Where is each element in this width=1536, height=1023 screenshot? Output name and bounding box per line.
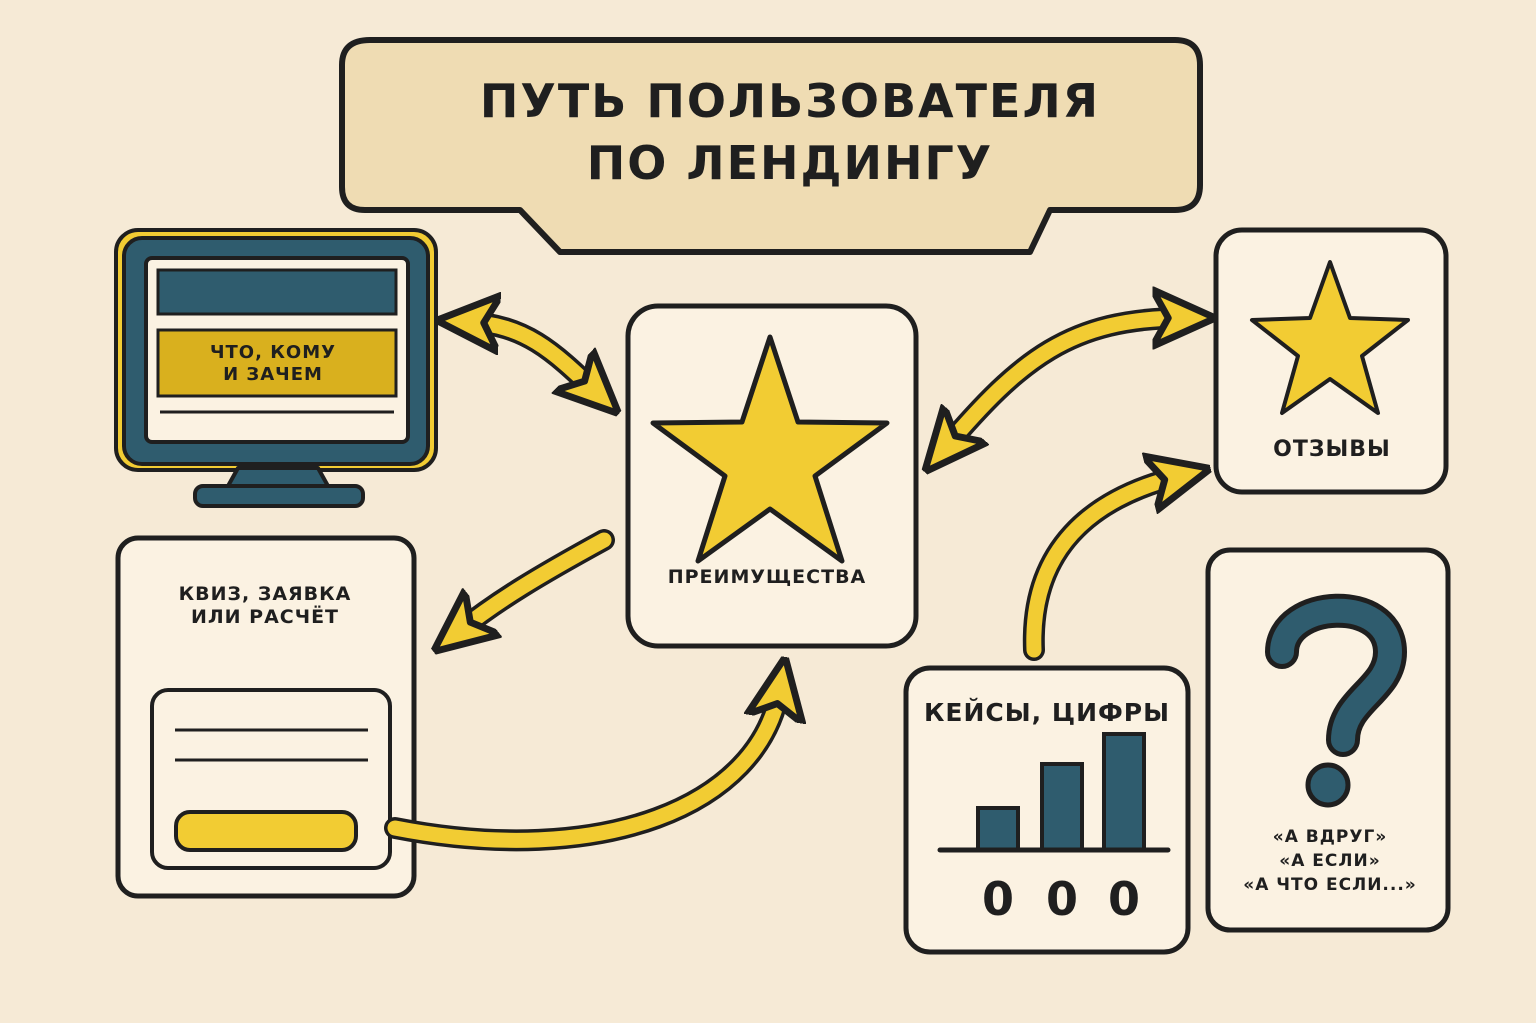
flow-arrows <box>384 318 1184 852</box>
advantages-label: Преимущества <box>667 566 867 588</box>
bar-1 <box>976 806 1020 852</box>
bar-3 <box>1102 732 1146 852</box>
doubts-label: «А вдруг» «А если» «А что если...» <box>1243 827 1417 895</box>
page-title: Путь пользователя по лендингу <box>479 74 1101 191</box>
reviews-card <box>1213 227 1449 495</box>
advantages-card <box>625 303 919 649</box>
arrow-quiz-advantages <box>384 677 791 852</box>
title-bubble <box>339 37 1203 255</box>
monitor-icon <box>114 228 438 508</box>
monitor-label: что, кому и зачем <box>209 342 337 385</box>
star-icon <box>650 334 890 564</box>
reviews-label: отзывы <box>1273 437 1391 462</box>
cases-zero-2: 0 <box>1045 872 1078 926</box>
star-icon <box>1250 260 1410 415</box>
cases-label: Кейсы, цифры <box>923 698 1171 727</box>
cases-zero-3: 0 <box>1107 872 1140 926</box>
cases-card <box>903 665 1191 955</box>
cases-zero-1: 0 <box>981 872 1014 926</box>
quiz-card <box>115 535 417 899</box>
doubts-card <box>1205 547 1451 933</box>
question-dot <box>1305 762 1351 808</box>
bar-2 <box>1040 762 1084 852</box>
quiz-label: квиз, заявка или расчёт <box>178 583 352 628</box>
